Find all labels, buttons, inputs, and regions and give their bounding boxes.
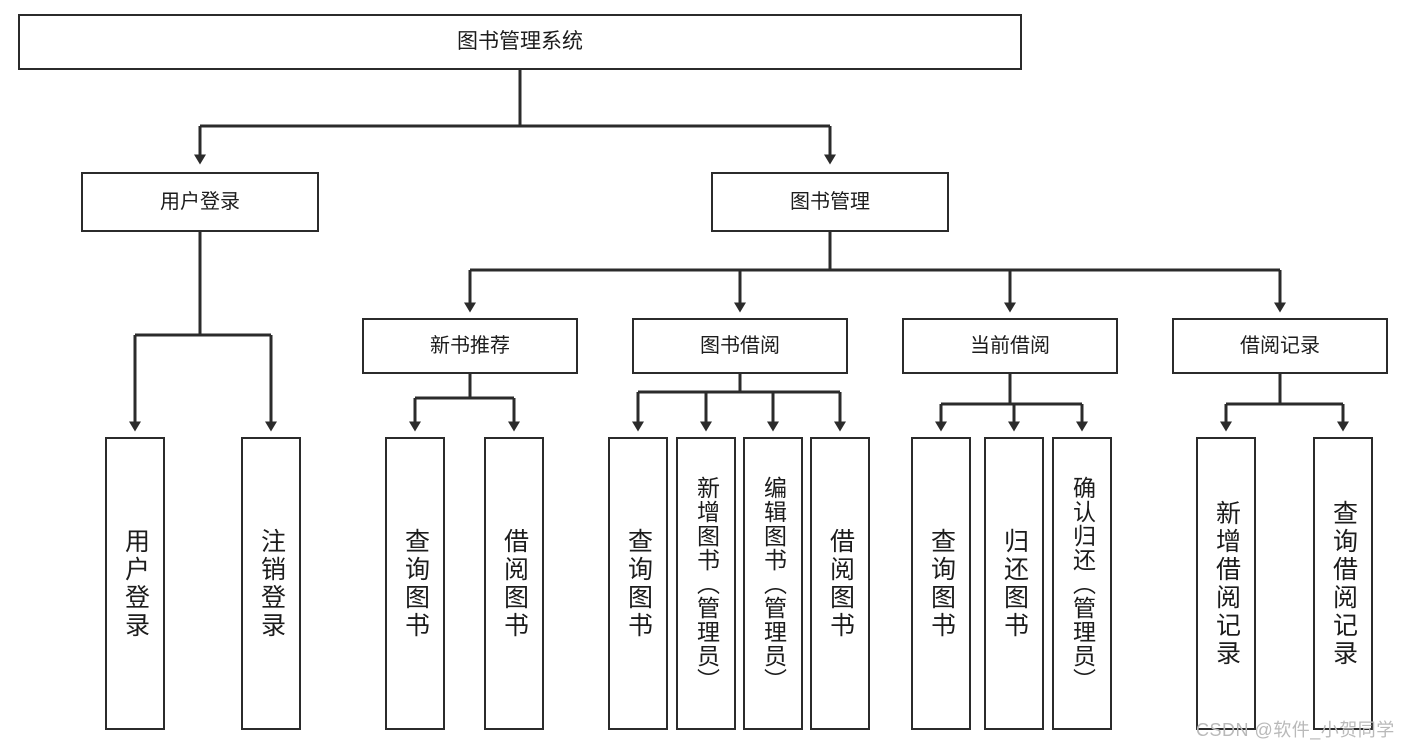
node-root[interactable]: 图书管理系统 — [18, 14, 1022, 70]
root-to-level2-connectors — [194, 70, 836, 165]
borrow-record-to-leaves — [1220, 374, 1349, 432]
node-book-borrow-label: 图书借阅 — [700, 334, 780, 357]
node-leaf-query-book-3[interactable]: 查询图书 — [911, 437, 971, 730]
node-leaf-confirm-return-label: 确认归还（管理员） — [1069, 475, 1096, 692]
node-user-login[interactable]: 用户登录 — [81, 172, 319, 232]
book-manage-to-level3 — [464, 232, 1286, 313]
node-current-borrow-label: 当前借阅 — [970, 334, 1050, 357]
node-leaf-query-borrow-record-label: 查询借阅记录 — [1329, 499, 1358, 668]
node-leaf-query-book-1[interactable]: 查询图书 — [385, 437, 445, 730]
node-leaf-edit-book[interactable]: 编辑图书（管理员） — [743, 437, 803, 730]
node-new-book-recommend[interactable]: 新书推荐 — [362, 318, 578, 374]
node-leaf-query-book-1-label: 查询图书 — [401, 527, 430, 640]
node-leaf-borrow-book-2[interactable]: 借阅图书 — [810, 437, 870, 730]
user-login-to-leaves — [129, 232, 277, 432]
node-book-borrow[interactable]: 图书借阅 — [632, 318, 848, 374]
new-book-recommend-to-leaves — [409, 374, 520, 432]
node-book-manage-label: 图书管理 — [790, 190, 870, 213]
node-leaf-user-logout-label: 注销登录 — [257, 527, 286, 640]
node-current-borrow[interactable]: 当前借阅 — [902, 318, 1118, 374]
node-leaf-borrow-book-1[interactable]: 借阅图书 — [484, 437, 544, 730]
node-leaf-return-book[interactable]: 归还图书 — [984, 437, 1044, 730]
book-borrow-to-leaves — [632, 374, 846, 432]
node-leaf-borrow-book-1-label: 借阅图书 — [500, 527, 529, 640]
node-leaf-query-borrow-record[interactable]: 查询借阅记录 — [1313, 437, 1373, 730]
node-root-label: 图书管理系统 — [457, 30, 583, 54]
node-leaf-borrow-book-2-label: 借阅图书 — [826, 527, 855, 640]
node-leaf-add-borrow-record-label: 新增借阅记录 — [1212, 499, 1241, 668]
node-new-book-recommend-label: 新书推荐 — [430, 334, 510, 357]
node-leaf-user-login-label: 用户登录 — [121, 527, 150, 640]
node-leaf-user-login[interactable]: 用户登录 — [105, 437, 165, 730]
node-leaf-query-book-2-label: 查询图书 — [624, 527, 653, 640]
node-borrow-record-label: 借阅记录 — [1240, 334, 1320, 357]
node-leaf-return-book-label: 归还图书 — [1000, 527, 1029, 640]
node-leaf-add-borrow-record[interactable]: 新增借阅记录 — [1196, 437, 1256, 730]
node-leaf-edit-book-label: 编辑图书（管理员） — [760, 475, 787, 692]
node-leaf-add-book[interactable]: 新增图书（管理员） — [676, 437, 736, 730]
node-book-manage[interactable]: 图书管理 — [711, 172, 949, 232]
current-borrow-to-leaves — [935, 374, 1088, 432]
node-leaf-query-book-2[interactable]: 查询图书 — [608, 437, 668, 730]
node-borrow-record[interactable]: 借阅记录 — [1172, 318, 1388, 374]
node-user-login-label: 用户登录 — [160, 190, 240, 213]
node-leaf-query-book-3-label: 查询图书 — [927, 527, 956, 640]
node-leaf-add-book-label: 新增图书（管理员） — [693, 475, 720, 692]
node-leaf-confirm-return[interactable]: 确认归还（管理员） — [1052, 437, 1112, 730]
node-leaf-user-logout[interactable]: 注销登录 — [241, 437, 301, 730]
csdn-watermark: CSDN @软件_小贺同学 — [1196, 720, 1395, 740]
